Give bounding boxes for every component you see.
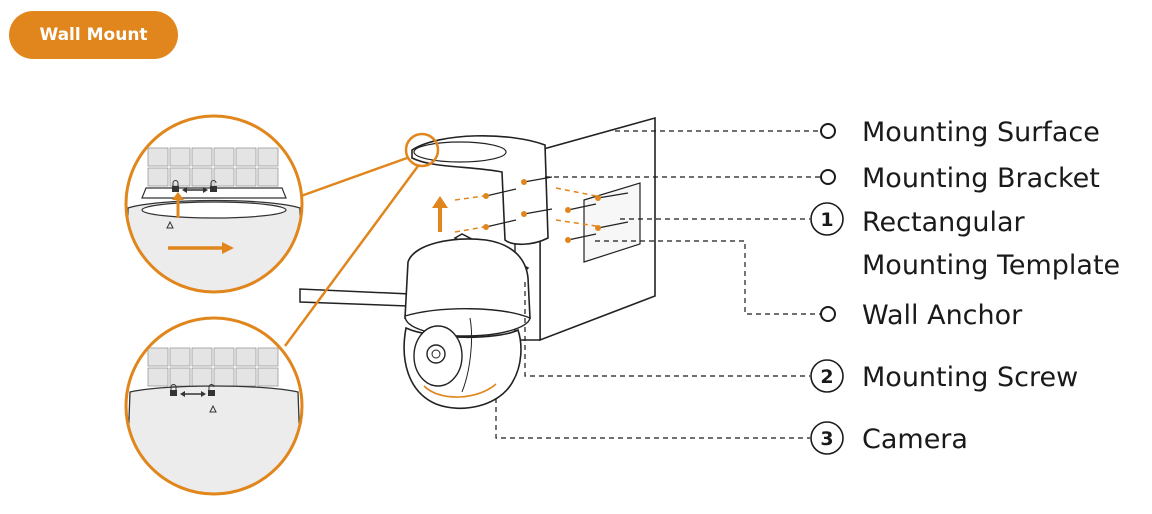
callout-marker-mounting-surface (820, 123, 836, 139)
rectangular-mounting-template (583, 182, 641, 263)
up-arrow-icon (432, 196, 448, 232)
callout-number-2: 2 (810, 359, 844, 393)
label-wall-anchor: Wall Anchor (862, 300, 1023, 331)
triangle-mark-icon (166, 220, 174, 229)
callout-number-1: 1 (810, 202, 844, 236)
callout-leaders (495, 130, 821, 439)
label-mounting-surface: Mounting Surface (862, 117, 1100, 148)
label-mounting-bracket: Mounting Bracket (862, 163, 1100, 194)
svg-text:3: 3 (820, 428, 833, 450)
label-rectangular: Rectangular (862, 207, 1026, 238)
screws-and-anchors (454, 176, 629, 243)
up-arrow-icon (172, 192, 184, 218)
unlock-icon (210, 180, 217, 192)
detail-circle-bottom (124, 316, 304, 496)
triangle-mark-icon (209, 404, 217, 413)
label-mounting-screw: Mounting Screw (862, 362, 1078, 393)
mounting-bracket-illustration (411, 135, 549, 246)
lock-icon (172, 180, 179, 192)
detail-leader-top (300, 156, 408, 198)
lock-icon (170, 384, 177, 396)
detail-leader-bottom (283, 165, 420, 347)
camera-illustration (299, 233, 531, 410)
detail-highlight-circle (404, 132, 440, 168)
svg-text:1: 1 (820, 209, 833, 231)
double-arrow-icon (180, 391, 206, 397)
label-camera: Camera (862, 424, 968, 455)
callout-number-3: 3 (810, 421, 844, 455)
callout-marker-wall-anchor (820, 306, 836, 322)
double-arrow-icon (182, 187, 208, 193)
detail-circle-top (124, 114, 304, 294)
right-arrow-icon (168, 242, 234, 254)
label-mounting-template: Mounting Template (862, 250, 1120, 281)
svg-text:2: 2 (820, 366, 833, 388)
callout-marker-mounting-bracket (820, 169, 836, 185)
unlock-icon (208, 384, 215, 396)
wall-mount-badge: Wall Mount (9, 11, 178, 59)
